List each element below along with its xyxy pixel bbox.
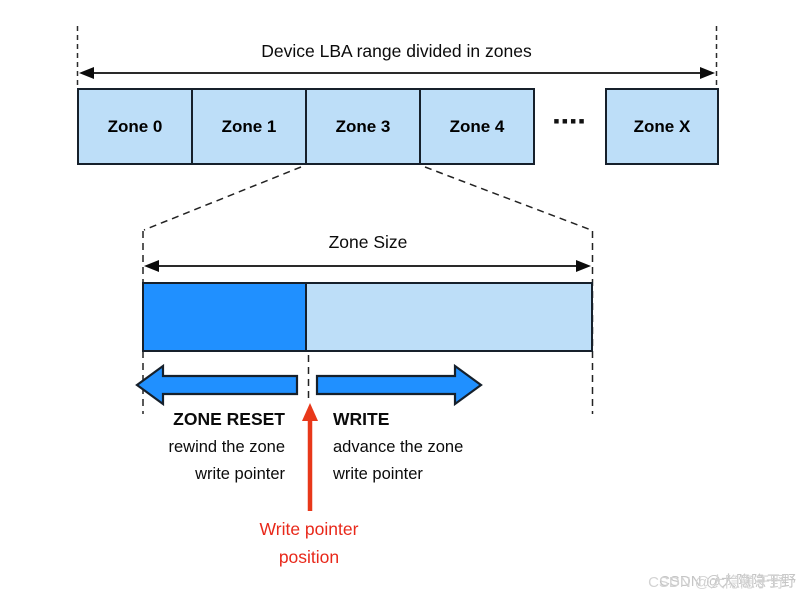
- zone-reset-title: ZONE RESET: [173, 409, 285, 429]
- csdn-watermark: CSDN @大隐隐于野 CSDN @大隐隐于野: [648, 570, 796, 592]
- zone-box-3-label: Zone 3: [335, 116, 391, 136]
- zone-size-title: Zone Size: [328, 232, 408, 252]
- zone-reset-desc-2: write pointer: [195, 465, 285, 483]
- zone-box-4: Zone 4: [419, 88, 535, 165]
- device-range-arrow: [79, 67, 715, 79]
- write-arrow: [315, 363, 483, 407]
- zone-reset-label-block: ZONE RESET rewind the zone write pointer: [85, 406, 286, 489]
- zone-box-0-label: Zone 0: [107, 116, 163, 136]
- zone-written-region: [144, 284, 307, 350]
- zone-box-4-label: Zone 4: [449, 116, 505, 136]
- write-pointer-position-line1: Write pointer: [259, 519, 359, 539]
- zone-box-0: Zone 0: [77, 88, 193, 165]
- write-desc-2: write pointer: [333, 465, 423, 483]
- device-lba-range-title: Device LBA range divided in zones: [261, 41, 532, 61]
- zones-ellipsis-dots: ▪▪▪▪: [553, 111, 587, 131]
- write-title: WRITE: [333, 409, 390, 429]
- zone-box-1-label: Zone 1: [221, 116, 277, 136]
- zone-reset-arrow: [135, 363, 299, 407]
- write-desc-1: advance the zone: [333, 437, 464, 456]
- zone-box-x-label: Zone X: [633, 116, 691, 136]
- write-label-block: WRITE advance the zone write pointer: [333, 406, 533, 489]
- csdn-watermark-ghost-text: CSDN @大隐隐于野: [648, 574, 785, 591]
- zone-detail-bar: [142, 282, 593, 352]
- csdn-watermark-text: CSDN @大隐隐于野: [659, 573, 796, 590]
- write-pointer-position-line2: position: [278, 546, 340, 567]
- zone-expansion-dashed-lines: [142, 166, 594, 414]
- device-range-dashed-ends: [76, 26, 718, 88]
- write-pointer-arrow: [302, 403, 318, 511]
- zone-reset-desc-1: rewind the zone: [168, 437, 286, 456]
- zone-box-1: Zone 1: [191, 88, 307, 165]
- zone-box-3: Zone 3: [305, 88, 421, 165]
- write-pointer-position-label: Write pointer position: [228, 516, 390, 571]
- zone-box-x: Zone X: [605, 88, 719, 165]
- zone-size-arrow: [144, 260, 591, 272]
